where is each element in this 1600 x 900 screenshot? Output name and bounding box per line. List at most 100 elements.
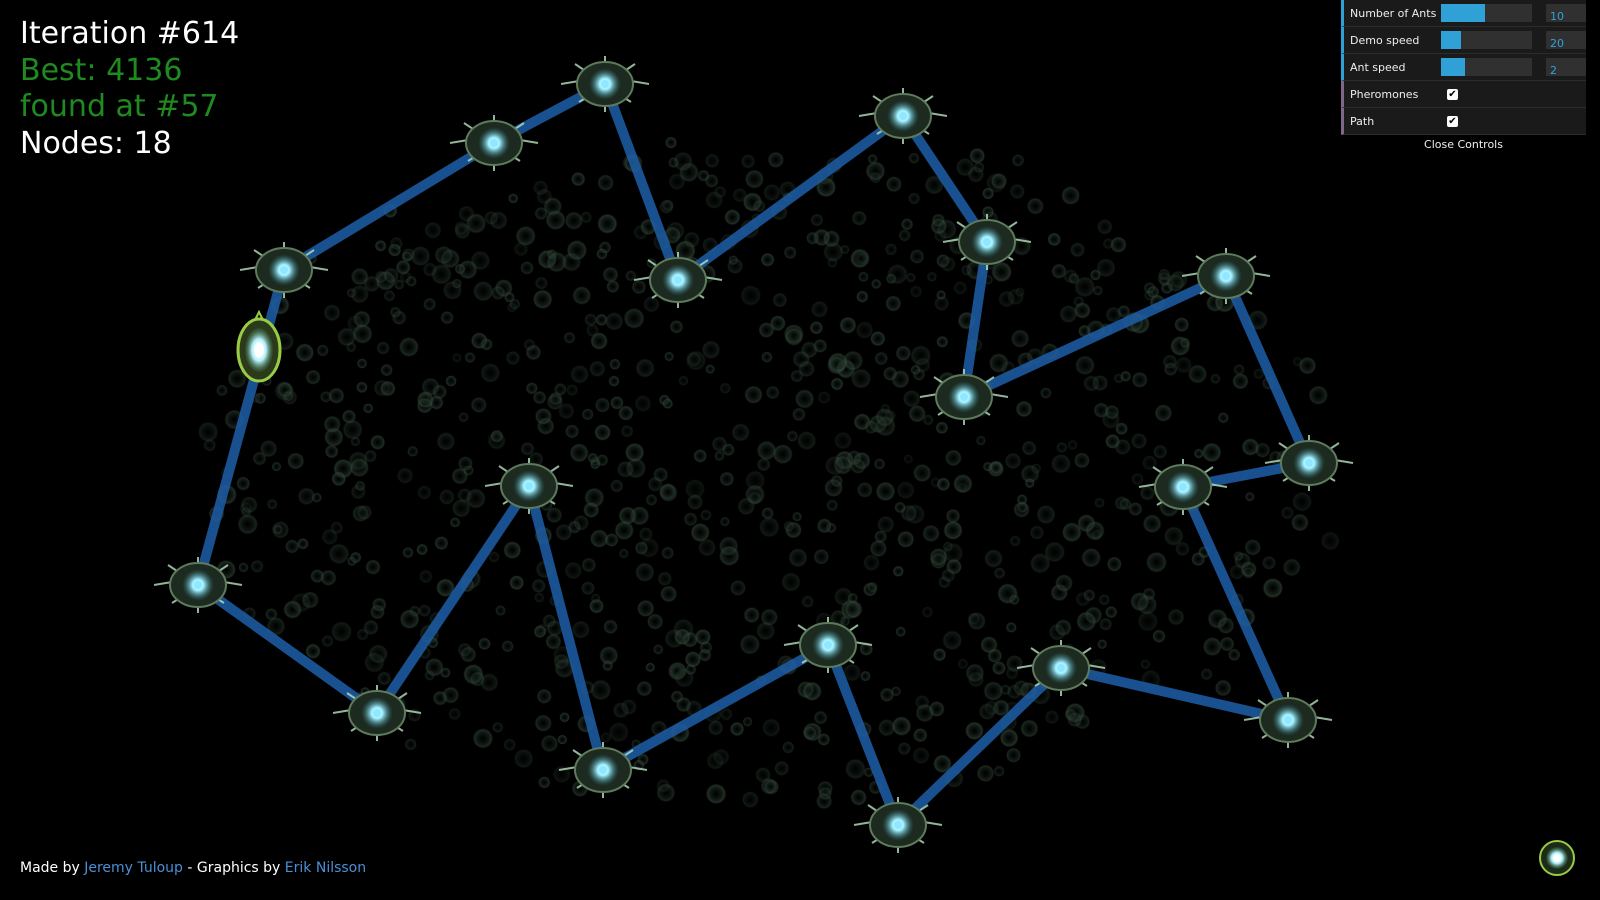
pheromone-dot	[595, 313, 608, 327]
pheromone-dot	[620, 424, 634, 438]
pheromone-dot	[1262, 577, 1284, 599]
pheromone-dot	[895, 345, 912, 362]
pheromone-dot	[968, 147, 986, 165]
pheromone-dot	[983, 700, 1000, 716]
author-link[interactable]: Jeremy Tuloup	[84, 860, 183, 876]
pheromone-dot	[363, 651, 386, 674]
pheromone-dot	[999, 728, 1019, 748]
pheromone-dot	[1244, 538, 1262, 557]
close-controls-button[interactable]: Close Controls	[1341, 135, 1586, 155]
pheromone-dot	[606, 279, 620, 294]
pheromone-dot	[636, 599, 655, 618]
pheromone-dot	[829, 609, 848, 627]
pheromone-dot	[1009, 535, 1021, 547]
pheromone-dot	[964, 721, 985, 741]
pheromone-dot	[296, 537, 309, 550]
pheromone-dot	[362, 402, 374, 414]
pheromone-dot	[862, 554, 881, 572]
pheromone-dot	[271, 461, 282, 472]
pheromones-checkbox[interactable]: ✔	[1447, 89, 1458, 100]
pheromone-dot	[331, 471, 347, 487]
number-of-ants-input[interactable]: 10	[1546, 4, 1586, 22]
number-of-ants-slider[interactable]	[1441, 4, 1532, 22]
pheromone-dot	[582, 501, 600, 519]
pheromone-dot	[801, 681, 823, 702]
artist-link[interactable]: Erik Nilsson	[284, 860, 367, 876]
pheromone-dot	[424, 657, 445, 678]
demo-speed-slider[interactable]	[1441, 31, 1532, 49]
pheromone-dot	[850, 368, 872, 390]
control-label: Demo speed	[1350, 33, 1420, 47]
pheromone-dot	[328, 542, 350, 565]
pheromone-dot	[490, 429, 504, 443]
pheromone-dot	[1099, 617, 1113, 631]
pheromone-dot	[850, 788, 868, 807]
pheromone-dot	[817, 390, 831, 405]
pheromone-dot	[352, 323, 373, 345]
hud-panel: Iteration #614 Best: 4136 found at #57 N…	[20, 16, 239, 162]
pheromone-dot	[705, 364, 716, 375]
pheromone-dot	[534, 714, 553, 733]
pheromone-dot	[545, 251, 568, 273]
pheromone-dot	[915, 703, 935, 723]
pheromone-dot	[564, 211, 584, 231]
pheromone-dot	[328, 387, 345, 405]
pheromone-dot	[652, 644, 664, 655]
pheromone-dot	[284, 539, 300, 554]
ant-speed-slider[interactable]	[1441, 58, 1532, 76]
path-segment	[524, 481, 608, 775]
control-path: Path ✔	[1341, 108, 1586, 135]
pheromone-dot	[758, 516, 781, 538]
demo-speed-input[interactable]: 20	[1546, 31, 1586, 49]
pheromone-dot	[1120, 370, 1132, 382]
credits-prefix: Made by	[20, 860, 85, 876]
pheromone-dot	[389, 306, 402, 319]
pheromone-dot	[1011, 153, 1025, 167]
pheromone-dot	[264, 607, 278, 621]
path-checkbox[interactable]: ✔	[1447, 116, 1458, 127]
pheromone-dot	[816, 518, 833, 534]
pheromone-dot	[942, 520, 964, 541]
pheromone-dot	[617, 405, 634, 422]
pheromone-dot	[240, 495, 259, 514]
pheromone-dot	[436, 431, 456, 452]
ant-speed-input[interactable]: 2	[1546, 58, 1586, 76]
flower-node-icon	[942, 214, 1032, 270]
pheromone-dot	[647, 476, 664, 493]
pheromone-dot	[987, 648, 1003, 664]
pheromone-dot	[405, 275, 418, 288]
pheromone-dot	[238, 562, 249, 573]
orb-icon[interactable]	[1537, 838, 1577, 878]
pheromone-dot	[1187, 364, 1208, 384]
path-segment	[898, 111, 992, 247]
pheromone-dot	[545, 633, 562, 650]
path-segment	[279, 138, 499, 275]
pheromone-dot	[989, 460, 1003, 475]
pheromone-dot	[791, 407, 807, 422]
pheromone-dot	[844, 599, 864, 619]
pheromone-dot	[767, 151, 785, 169]
pheromone-dot	[646, 613, 664, 631]
pheromone-dot	[810, 213, 824, 227]
pheromone-dot	[884, 295, 902, 312]
pheromone-dot	[1026, 197, 1045, 216]
pheromone-dot	[953, 280, 968, 296]
pheromone-dot	[608, 721, 630, 743]
pheromone-dot	[470, 396, 488, 414]
pheromone-dot	[523, 338, 536, 352]
flower-node-icon	[1181, 248, 1271, 304]
pheromone-dot	[438, 488, 455, 506]
pheromone-dot	[683, 231, 701, 249]
pheromone-dot	[729, 579, 747, 597]
pheromone-dot	[993, 765, 1005, 778]
pheromone-dot	[724, 208, 741, 226]
pheromone-dot	[713, 185, 727, 199]
pheromone-dot	[812, 338, 828, 354]
pheromone-dot	[896, 530, 915, 549]
pheromone-dot	[930, 217, 948, 235]
ant	[236, 309, 282, 383]
pheromone-dot	[451, 278, 463, 289]
pheromone-dot	[1014, 287, 1025, 298]
pheromone-dot	[1131, 371, 1149, 389]
